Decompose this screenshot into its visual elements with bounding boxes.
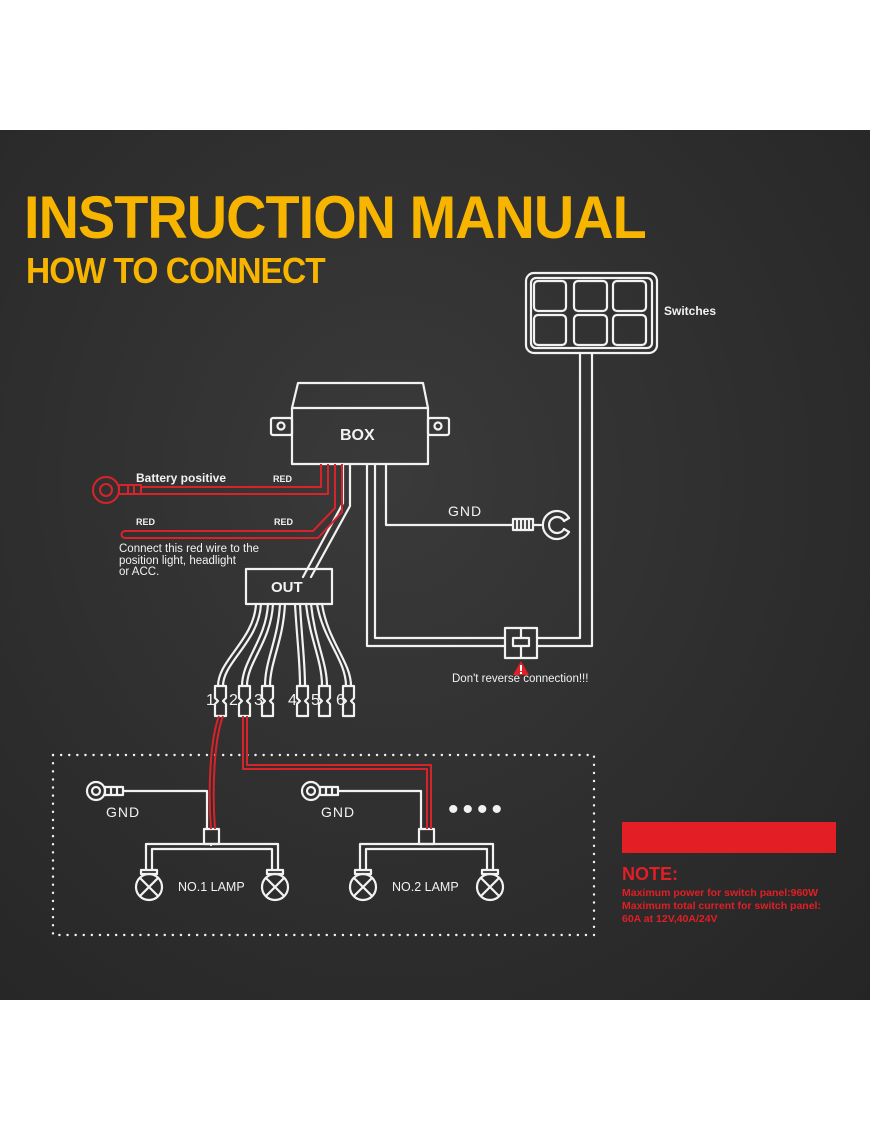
connector-number: 6 — [336, 692, 345, 709]
out-label: OUT — [271, 579, 303, 596]
red-wire-instruction: Connect this red wire to the position li… — [119, 543, 259, 579]
note-heading: NOTE: — [622, 864, 678, 884]
note-line: 60A at 12V,40A/24V — [622, 913, 718, 925]
note-line: Maximum power for switch panel:960W — [622, 887, 819, 899]
lamp-group-border — [51, 753, 596, 937]
note-banner — [622, 822, 836, 853]
note-line: Maximum total current for switch panel: — [622, 900, 821, 912]
ring-terminal-icon — [541, 509, 571, 541]
switch-cable — [535, 351, 594, 648]
connector-2-icon — [237, 684, 252, 718]
lamp-2-circuit — [300, 780, 505, 902]
lamp-2-label: NO.2 LAMP — [392, 880, 459, 894]
instruction-line: position light, headlight — [119, 554, 236, 567]
switch-button-icon — [572, 313, 609, 347]
instruction-line: or ACC. — [119, 566, 160, 578]
connector-6-icon — [341, 684, 356, 718]
box-gnd-wire — [384, 462, 571, 541]
warning-icon — [513, 661, 529, 675]
lamp-bulb-icon — [475, 872, 505, 902]
connector-5-icon — [317, 684, 332, 718]
lamp-junction-icon — [202, 827, 221, 846]
more-lamps-indicator: •••• — [448, 793, 507, 826]
connector-number: 5 — [311, 692, 320, 709]
lamp-bulb-icon — [348, 872, 378, 902]
acc-red-wire — [120, 464, 343, 539]
connector-number: 1 — [206, 692, 215, 709]
lamp-1-gnd-label: GND — [106, 804, 141, 820]
lamp-2-red-wire — [242, 716, 432, 829]
lamp-bulb-icon — [134, 872, 164, 902]
box-to-connector-wire — [365, 462, 507, 648]
battery-positive-label: Battery positive — [136, 471, 227, 485]
lamp-junction-icon — [417, 827, 436, 846]
control-box-icon — [269, 381, 451, 466]
lamp-bulb-icon — [260, 872, 290, 902]
switch-button-icon — [532, 313, 568, 347]
mount-tab-icon — [269, 416, 294, 437]
lamp-1-red-wire — [208, 715, 224, 830]
switch-panel-icon — [524, 271, 659, 355]
gnd-ring-icon — [300, 780, 322, 802]
connector-number: 2 — [229, 692, 238, 709]
red-label: RED — [273, 474, 293, 484]
warning-text: Don't reverse connection!!! — [452, 673, 589, 685]
connector-3-icon — [260, 684, 275, 718]
instruction-line: Connect this red wire to the — [119, 543, 259, 555]
connector-number: 3 — [254, 692, 263, 709]
switch-button-icon — [611, 313, 648, 347]
box-label: BOX — [340, 427, 375, 444]
page-subtitle: HOW TO CONNECT — [26, 250, 326, 291]
mount-tab-icon — [426, 416, 451, 437]
lamp-2-gnd-label: GND — [321, 804, 356, 820]
out-box-icon — [244, 567, 334, 606]
red-label: RED — [274, 517, 294, 527]
switch-button-icon — [572, 279, 609, 313]
lamp-1-label: NO.1 LAMP — [178, 880, 245, 894]
page-title: INSTRUCTION MANUAL — [24, 184, 647, 251]
battery-ring-icon — [92, 476, 120, 504]
out-wires — [216, 602, 353, 688]
red-label: RED — [136, 517, 156, 527]
lamp-1-circuit — [85, 780, 290, 902]
polarity-connector-icon — [503, 626, 539, 660]
connector-4-icon — [295, 684, 310, 718]
battery-positive-wire — [92, 464, 329, 504]
connector-1-icon — [213, 684, 228, 718]
switches-label: Switches — [664, 304, 717, 318]
gnd-ring-icon — [85, 780, 107, 802]
switch-button-icon — [532, 279, 568, 313]
connector-number: 4 — [288, 692, 297, 709]
box-gnd-label: GND — [448, 503, 483, 519]
output-connectors — [213, 684, 356, 718]
switch-button-icon — [611, 279, 648, 313]
